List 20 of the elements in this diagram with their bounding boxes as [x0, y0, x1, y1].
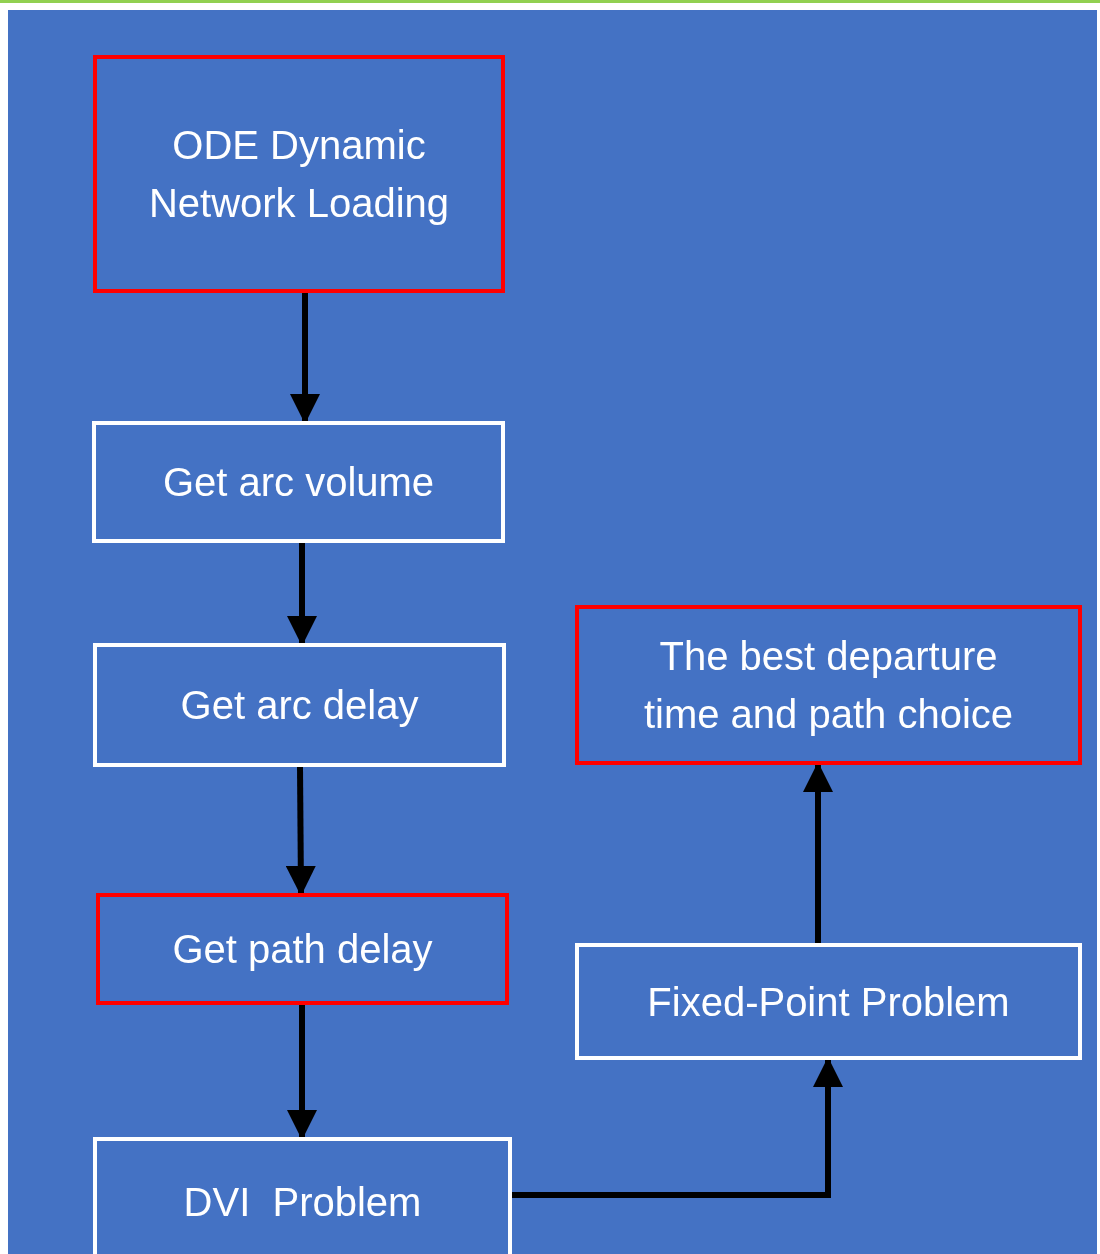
box-label: ODE Dynamic Network Loading — [147, 122, 451, 227]
arrow — [285, 766, 316, 896]
process-box — [93, 1137, 512, 1254]
box-label: DVI Problem — [183, 1179, 422, 1226]
highlighted-process-box — [96, 893, 509, 1005]
process-box — [575, 943, 1082, 1060]
arrow — [512, 1057, 843, 1198]
arrow — [803, 762, 833, 943]
arrow — [290, 293, 320, 424]
box-label: Get arc volume — [162, 459, 435, 506]
box-label: Fixed-Point Problem — [647, 978, 1010, 1026]
box-label: Get arc delay — [180, 682, 419, 729]
highlighted-process-box — [93, 55, 505, 293]
box-label: The best departure time and path choice — [642, 633, 1015, 738]
arrow — [287, 543, 317, 646]
arrow — [287, 1005, 317, 1140]
process-box — [93, 643, 506, 767]
box-label: Get path delay — [172, 926, 433, 973]
process-box — [92, 421, 505, 543]
highlighted-process-box — [575, 605, 1082, 765]
